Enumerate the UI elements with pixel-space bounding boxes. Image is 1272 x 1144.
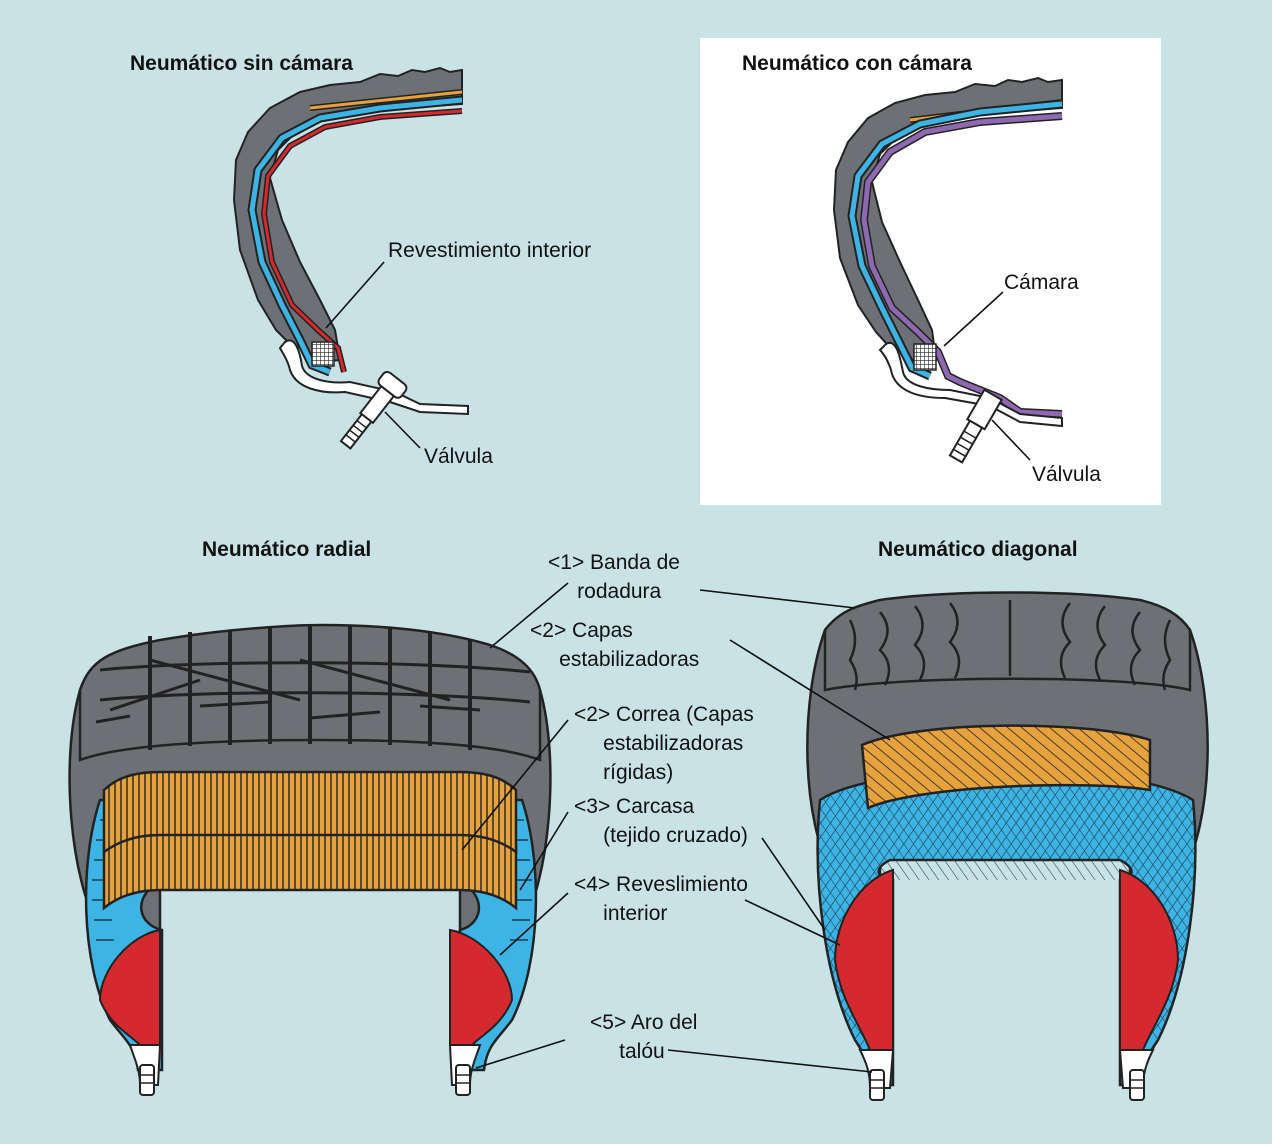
label-breaker: <2> Capas estabilizadoras <box>530 619 700 671</box>
leader-valve-a <box>384 411 421 449</box>
title-radial: Neumático radial <box>202 538 372 561</box>
title-tube: Neumático con cámara <box>742 52 972 75</box>
radial-tire <box>68 623 552 1096</box>
tubeless-tire-section <box>232 66 469 450</box>
tube-rubber <box>832 76 1063 367</box>
radial-belt-lower <box>102 828 518 911</box>
label-inner-liner: Revestimiento interior <box>388 239 592 262</box>
bias-inner-liner-right <box>1119 868 1180 1051</box>
radial-belt-upper <box>102 770 518 855</box>
bias-tire <box>806 591 1209 1101</box>
tubeless-rim <box>278 339 469 416</box>
tube-tire-section <box>832 76 1063 464</box>
label-valve-a: Válvula <box>424 445 493 468</box>
bias-bead-left <box>858 1049 895 1101</box>
title-bias: Neumático diagonal <box>878 538 1078 561</box>
leader-lines <box>325 261 1031 1073</box>
leader-belt <box>461 719 569 851</box>
leader-tread <box>489 582 856 649</box>
leader-bead <box>475 1039 873 1073</box>
tubeless-bead <box>311 341 335 367</box>
label-tread: <1> Banda de rodadura <box>548 551 680 603</box>
label-liner: <4> Reveslimiento interior <box>574 873 748 925</box>
radial-inner-liner-left <box>98 928 161 1046</box>
tube-rim <box>878 341 1063 428</box>
radial-bead-right <box>448 1044 482 1096</box>
label-belt: <2> Correa (Capas estabilizadoras rígida… <box>574 703 754 784</box>
tubeless-valve <box>339 370 408 450</box>
leader-liner <box>499 892 841 956</box>
label-bead: <5> Aro del talóu <box>590 1011 698 1063</box>
leader-breaker <box>729 639 891 741</box>
label-carcass: <3> Carcasa (tejido cruzado) <box>574 795 748 847</box>
bias-breaker <box>860 724 1152 810</box>
tube-bead <box>913 343 937 371</box>
bias-bead-right <box>1118 1049 1155 1101</box>
tube-valve <box>948 388 1004 464</box>
leader-inner-liner <box>325 261 385 329</box>
leader-valve-b <box>991 419 1031 461</box>
leader-tube <box>943 291 1004 347</box>
title-tubeless: Neumático sin cámara <box>130 52 353 75</box>
radial-inner-liner-right <box>449 928 514 1046</box>
radial-bead-left <box>128 1044 162 1096</box>
leader-carcass <box>519 811 826 931</box>
tubeless-rubber <box>232 66 463 364</box>
bias-inner-liner-left <box>833 868 894 1051</box>
label-valve-b: Válvula <box>1032 463 1101 486</box>
label-tube: Cámara <box>1004 271 1079 294</box>
